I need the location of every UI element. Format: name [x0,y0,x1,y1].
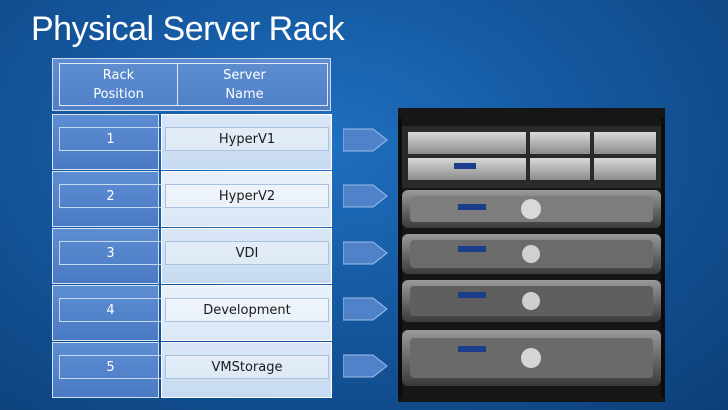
table-row: 4 Development [52,285,332,341]
slide-title: Physical Server Rack [31,10,345,48]
right-arrow-icon [343,126,389,154]
server-name-value: HyperV1 [165,127,329,151]
rack-position-value: 5 [59,355,161,379]
table-row: 1 HyperV1 [52,114,332,170]
server-name-value: Development [165,298,329,322]
right-arrow-icon [343,239,389,267]
header-server-name: Server Name [162,63,328,106]
rack-position-cell: 3 [52,228,161,284]
server-name-cell: Development [161,285,332,341]
right-arrow-icon [343,182,389,210]
server-name-value: VMStorage [165,355,329,379]
rack-position-value: 4 [59,298,161,322]
server-rack-illustration [398,108,665,402]
server-name-value: VDI [165,241,329,265]
right-arrow-icon [343,352,389,380]
server-rack-photo [398,108,665,402]
server-name-cell: HyperV1 [161,114,332,170]
rack-position-cell: 5 [52,342,161,398]
rack-position-cell: 1 [52,114,161,170]
rack-position-value: 2 [59,184,161,208]
server-name-value: HyperV2 [165,184,329,208]
header-rack-position: Rack Position [59,63,178,106]
server-rack-table: Rack Position Server Name 1 HyperV1 2 Hy… [52,58,332,398]
table-row: 3 VDI [52,228,332,284]
server-name-cell: VMStorage [161,342,332,398]
table-header-row: Rack Position Server Name [52,58,331,111]
table-row: 2 HyperV2 [52,171,332,227]
rack-position-value: 3 [59,241,161,265]
rack-position-cell: 2 [52,171,161,227]
table-row: 5 VMStorage [52,342,332,398]
rack-position-cell: 4 [52,285,161,341]
rack-position-value: 1 [59,127,161,151]
server-name-cell: HyperV2 [161,171,332,227]
right-arrow-icon [343,295,389,323]
server-name-cell: VDI [161,228,332,284]
header-rack-position-label: Rack Position [93,67,144,102]
header-server-name-label: Server Name [223,67,266,102]
